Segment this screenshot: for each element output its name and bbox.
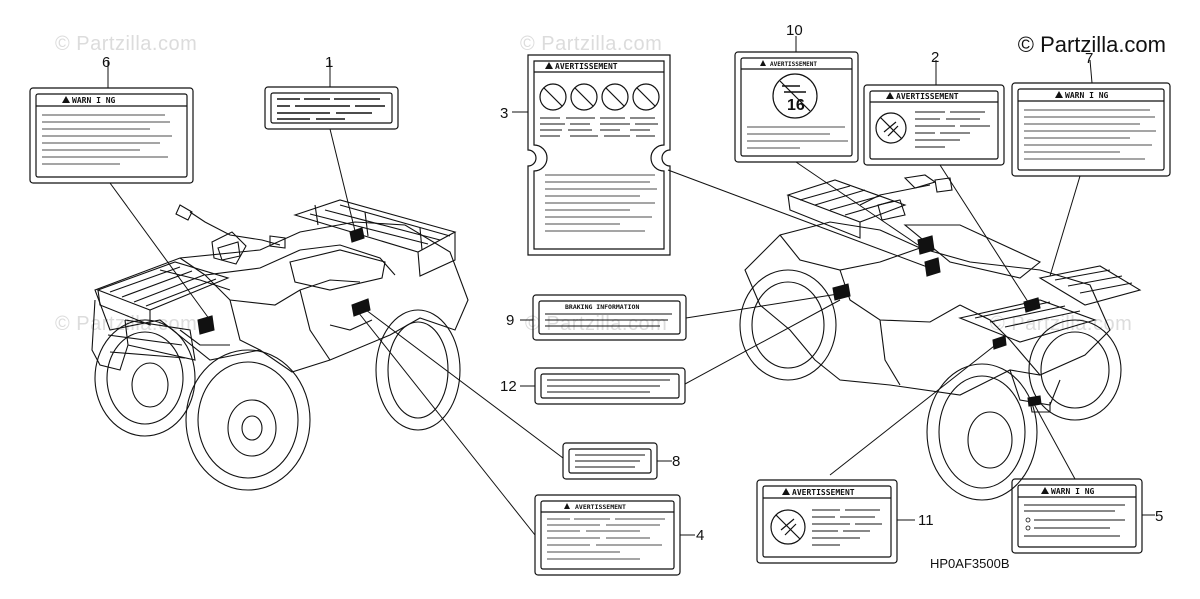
watermark-top-left: © Partzilla.com xyxy=(55,33,198,55)
atv-right-drawing xyxy=(739,174,1142,501)
drawing-code: HP0AF3500B xyxy=(930,556,1010,571)
callout-2: 2 xyxy=(931,49,939,66)
atv-left-drawing xyxy=(91,199,469,491)
label-4-avertissement-card: AVERTISSEMENT xyxy=(534,494,681,576)
label-5-title: WARN I NG xyxy=(1051,487,1095,496)
callout-12: 12 xyxy=(500,378,517,395)
label-3-avertissement-card: AVERTISSEMENT xyxy=(527,54,671,256)
label-10-title: AVERTISSEMENT xyxy=(770,61,817,68)
label-10-age: 16 xyxy=(787,97,805,114)
label-4-title: AVERTISSEMENT xyxy=(575,503,626,511)
label-2-avertissement-card: AVERTISSEMENT xyxy=(863,84,1005,166)
callout-10: 10 xyxy=(786,22,803,39)
label-9-title: BRAKING INFORMATION xyxy=(565,303,639,311)
callout-5: 5 xyxy=(1155,508,1163,525)
watermark-mid-center: © Partzilla.com xyxy=(525,313,668,335)
label-7-warning-card: WARN I NG xyxy=(1011,82,1171,177)
label-9-braking-card: BRAKING INFORMATION xyxy=(532,294,687,341)
callout-3: 3 xyxy=(500,105,508,122)
label-11-title: AVERTISSEMENT xyxy=(792,488,855,497)
watermark-mid-right: © Partzilla.com xyxy=(990,313,1133,335)
callout-9: 9 xyxy=(506,312,514,329)
label-3-title: AVERTISSEMENT xyxy=(555,62,618,71)
label-5-warning-card: WARN I NG xyxy=(1011,478,1143,554)
leader-lines xyxy=(107,36,1155,536)
callout-4: 4 xyxy=(696,527,704,544)
callout-1: 1 xyxy=(325,54,333,71)
label-1-card xyxy=(264,86,399,130)
watermark-top-center: © Partzilla.com xyxy=(520,33,663,55)
callout-6: 6 xyxy=(102,54,110,71)
label-2-title: AVERTISSEMENT xyxy=(896,92,959,101)
label-12-card xyxy=(534,367,686,405)
callout-8: 8 xyxy=(672,453,680,470)
label-6-warning-card: WARN I NG xyxy=(29,87,194,184)
callout-11: 11 xyxy=(918,512,934,529)
label-7-title: WARN I NG xyxy=(1065,91,1109,100)
label-8-card xyxy=(562,442,658,480)
copyright-text: © Partzilla.com xyxy=(1017,32,1166,57)
label-6-title: WARN I NG xyxy=(72,96,116,105)
label-11-avertissement-card: AVERTISSEMENT xyxy=(756,479,898,564)
callout-7: 7 xyxy=(1085,50,1093,67)
label-10-age-card: AVERTISSEMENT 16 xyxy=(734,51,859,163)
